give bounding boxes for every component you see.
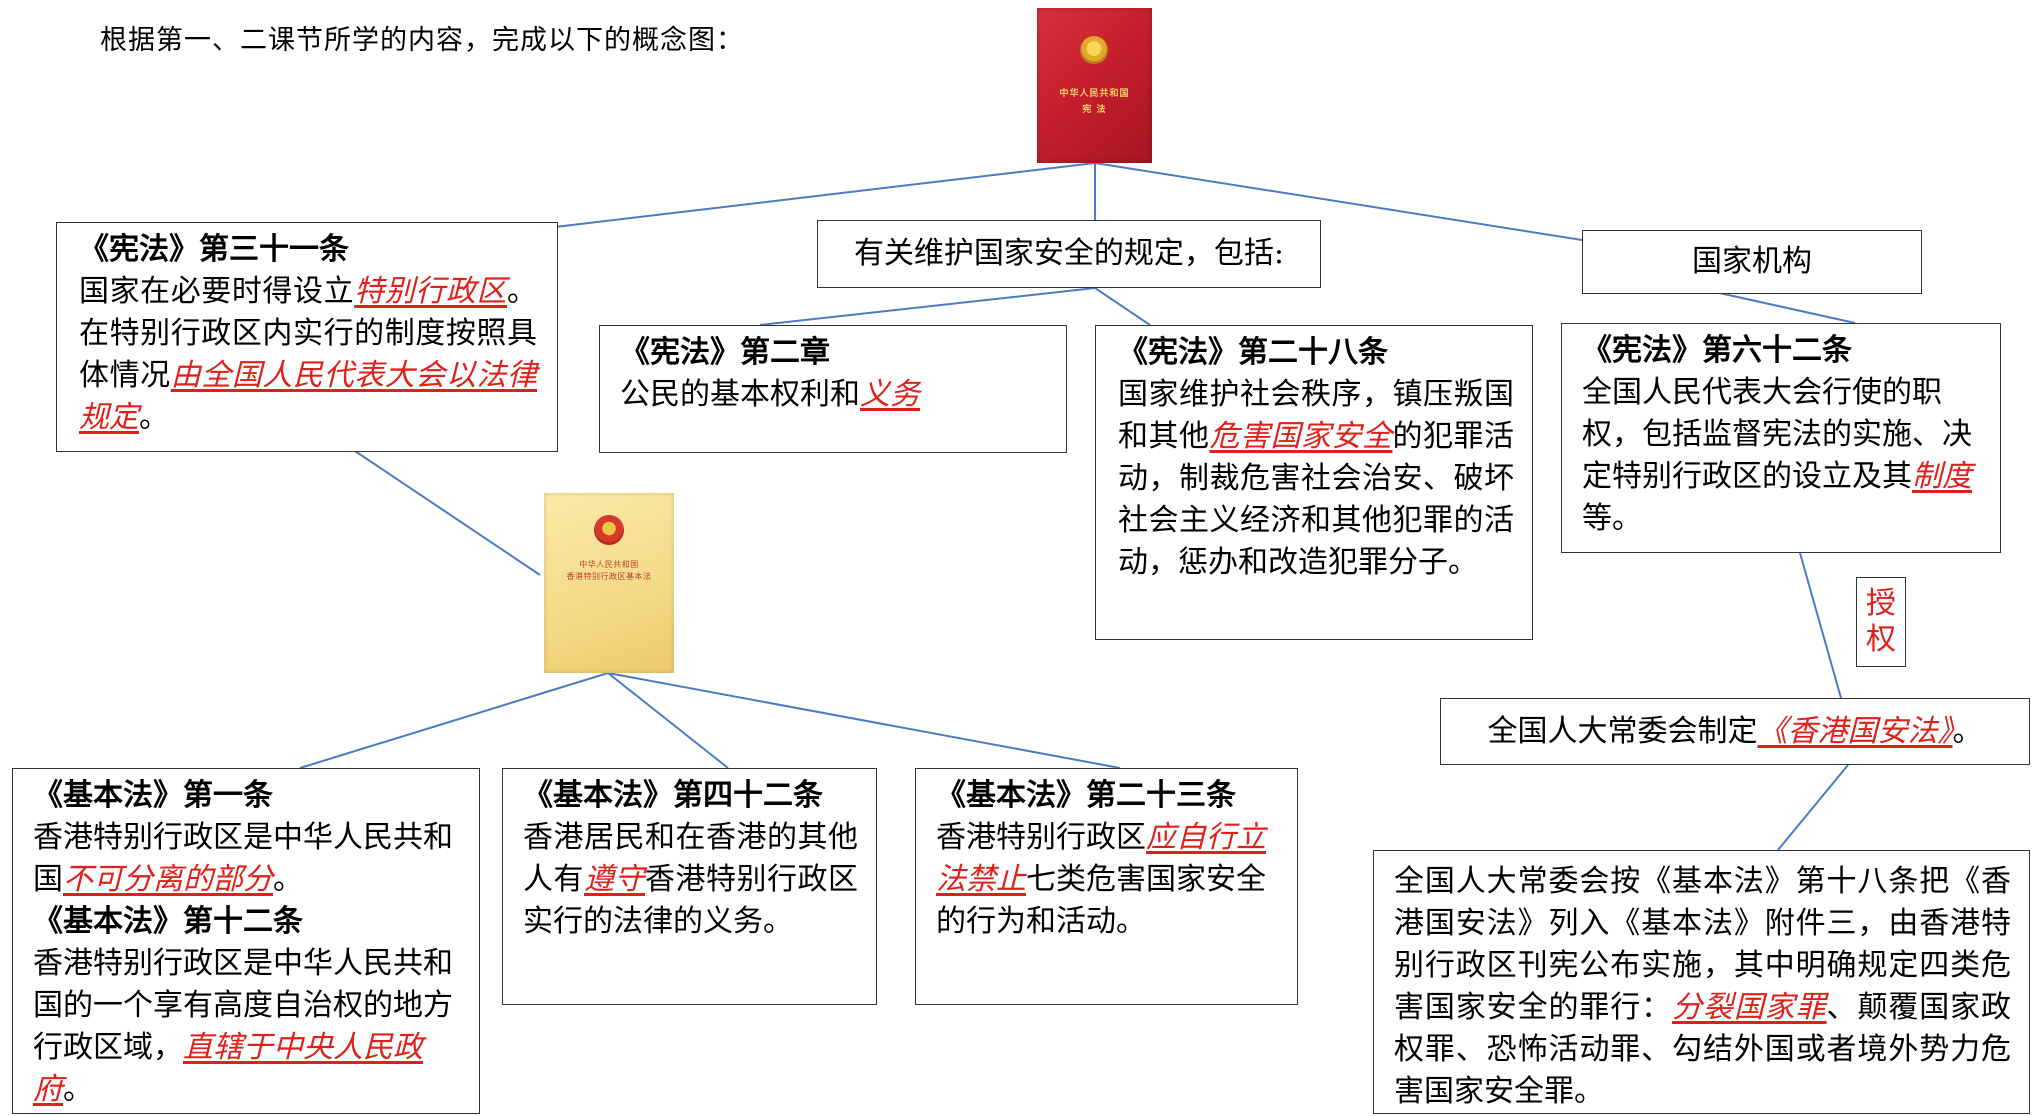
link-basiclaw-bl1 xyxy=(299,672,609,769)
basic-law-cover-line2: 香港特别行政区基本法 xyxy=(566,572,652,581)
box-body: 国家维护社会秩序，镇压叛国和其他危害国家安全的犯罪活动，制裁危害社会治安、破坏社… xyxy=(1118,377,1514,580)
answer-blank: 不可分离的部分 xyxy=(63,862,273,897)
constitution-article62-box: 《宪法》第六十二条 全国人民代表大会行使的职权，包括监督宪法的实施、决定特别行政… xyxy=(1561,323,2001,553)
basic-law-cover-line1: 中华人民共和国 xyxy=(579,560,639,569)
box-title: 《基本法》第二十三条 xyxy=(936,778,1236,813)
answer-blank: 制度 xyxy=(1912,459,1972,494)
answer-blank: 由全国人民代表大会以法律规定 xyxy=(79,358,538,435)
box-title: 《基本法》第四十二条 xyxy=(523,778,823,813)
answer-blank: 分裂国家罪 xyxy=(1672,990,1827,1025)
national-emblem-icon xyxy=(1080,36,1108,64)
national-security-provisions-box: 有关维护国家安全的规定，包括: xyxy=(817,220,1321,288)
answer-blank: 特别行政区 xyxy=(354,274,508,309)
npcsc-enactment-box: 全国人大常委会制定《香港国安法》。 xyxy=(1440,698,2030,765)
constitution-cover-line2: 宪 法 xyxy=(1082,105,1107,115)
national-emblem-icon xyxy=(594,515,624,545)
box-title: 《宪法》第三十一条 xyxy=(79,232,349,267)
box-label: 有关维护国家安全的规定，包括: xyxy=(853,236,1285,271)
link-security-art28 xyxy=(1094,287,1151,326)
box-body: 国家在必要时得设立特别行政区。在特别行政区内实行的制度按照具体情况由全国人民代表… xyxy=(79,274,538,435)
constitution-book-image: 中华人民共和国 宪 法 xyxy=(1037,8,1152,163)
authorize-label: 授权 xyxy=(1866,586,1896,657)
box-title: 《基本法》第十二条 xyxy=(33,904,303,939)
authorize-label-box: 授权 xyxy=(1856,577,1906,667)
constitution-cover-line1: 中华人民共和国 xyxy=(1059,89,1130,99)
answer-blank: 应自行立法禁止 xyxy=(936,820,1266,897)
box-label: 全国人大常委会制定《香港国安法》。 xyxy=(1487,713,1983,749)
annex3-offences-box: 全国人大常委会按《基本法》第十八条把《香港国安法》列入《基本法》附件三，由香港特… xyxy=(1373,850,2030,1114)
box-body: 全国人大常委会按《基本法》第十八条把《香港国安法》列入《基本法》附件三，由香港特… xyxy=(1394,864,2012,1109)
box-body: 全国人民代表大会行使的职权，包括监督宪法的实施、决定特别行政区的设立及其制度等。 xyxy=(1582,375,1972,536)
link-organs-art62 xyxy=(1714,291,1856,324)
link-art31-basiclaw xyxy=(354,450,541,576)
basic-law-article23-box: 《基本法》第二十三条 香港特别行政区应自行立法禁止七类危害国家安全的行为和活动。 xyxy=(915,768,1298,1005)
constitution-article28-box: 《宪法》第二十八条 国家维护社会秩序，镇压叛国和其他危害国家安全的犯罪活动，制裁… xyxy=(1095,325,1533,640)
answer-blank: 《香港国安法》 xyxy=(1757,713,1953,749)
state-organs-box: 国家机构 xyxy=(1582,230,1922,294)
link-art62-npcsc xyxy=(1799,552,1842,699)
link-basiclaw-bl42 xyxy=(607,672,729,769)
instruction-text: 根据第一、二课节所学的内容，完成以下的概念图： xyxy=(100,25,744,56)
basic-law-book-image: 中华人民共和国 香港特别行政区基本法 xyxy=(544,493,674,673)
box-title: 《基本法》第一条 xyxy=(33,778,273,813)
basic-law-article42-box: 《基本法》第四十二条 香港居民和在香港的其他人有遵守香港特别行政区实行的法律的义… xyxy=(502,768,877,1005)
box-body: 香港特别行政区是中华人民共和国不可分离的部分。 xyxy=(33,820,453,897)
answer-blank: 义务 xyxy=(860,377,920,412)
box-title: 《宪法》第六十二条 xyxy=(1582,333,1852,368)
box-title: 《宪法》第二章 xyxy=(620,335,830,370)
box-body: 香港特别行政区是中华人民共和国的一个享有高度自治权的地方行政区域，直辖于中央人民… xyxy=(33,946,453,1107)
constitution-article31-box: 《宪法》第三十一条 国家在必要时得设立特别行政区。在特别行政区内实行的制度按照具… xyxy=(56,222,558,452)
link-constitution-organs xyxy=(1094,162,1583,241)
link-security-ch2 xyxy=(759,287,1096,326)
answer-blank: 遵守 xyxy=(584,862,645,897)
box-title: 《宪法》第二十八条 xyxy=(1118,335,1388,370)
link-npcsc-annex3 xyxy=(1777,764,1849,851)
box-body: 香港居民和在香港的其他人有遵守香港特别行政区实行的法律的义务。 xyxy=(523,820,858,939)
constitution-chapter2-box: 《宪法》第二章 公民的基本权利和义务 xyxy=(599,325,1067,453)
link-basiclaw-bl23 xyxy=(607,672,1121,769)
basic-law-article1-12-box: 《基本法》第一条 香港特别行政区是中华人民共和国不可分离的部分。 《基本法》第十… xyxy=(12,768,480,1114)
answer-blank: 直辖于中央人民政府 xyxy=(33,1030,423,1107)
box-label: 国家机构 xyxy=(1692,244,1812,279)
answer-blank: 危害国家安全 xyxy=(1209,419,1393,454)
box-body: 香港特别行政区应自行立法禁止七类危害国家安全的行为和活动。 xyxy=(936,820,1266,939)
box-body: 公民的基本权利和义务 xyxy=(620,377,920,412)
link-constitution-art31 xyxy=(554,162,1096,228)
